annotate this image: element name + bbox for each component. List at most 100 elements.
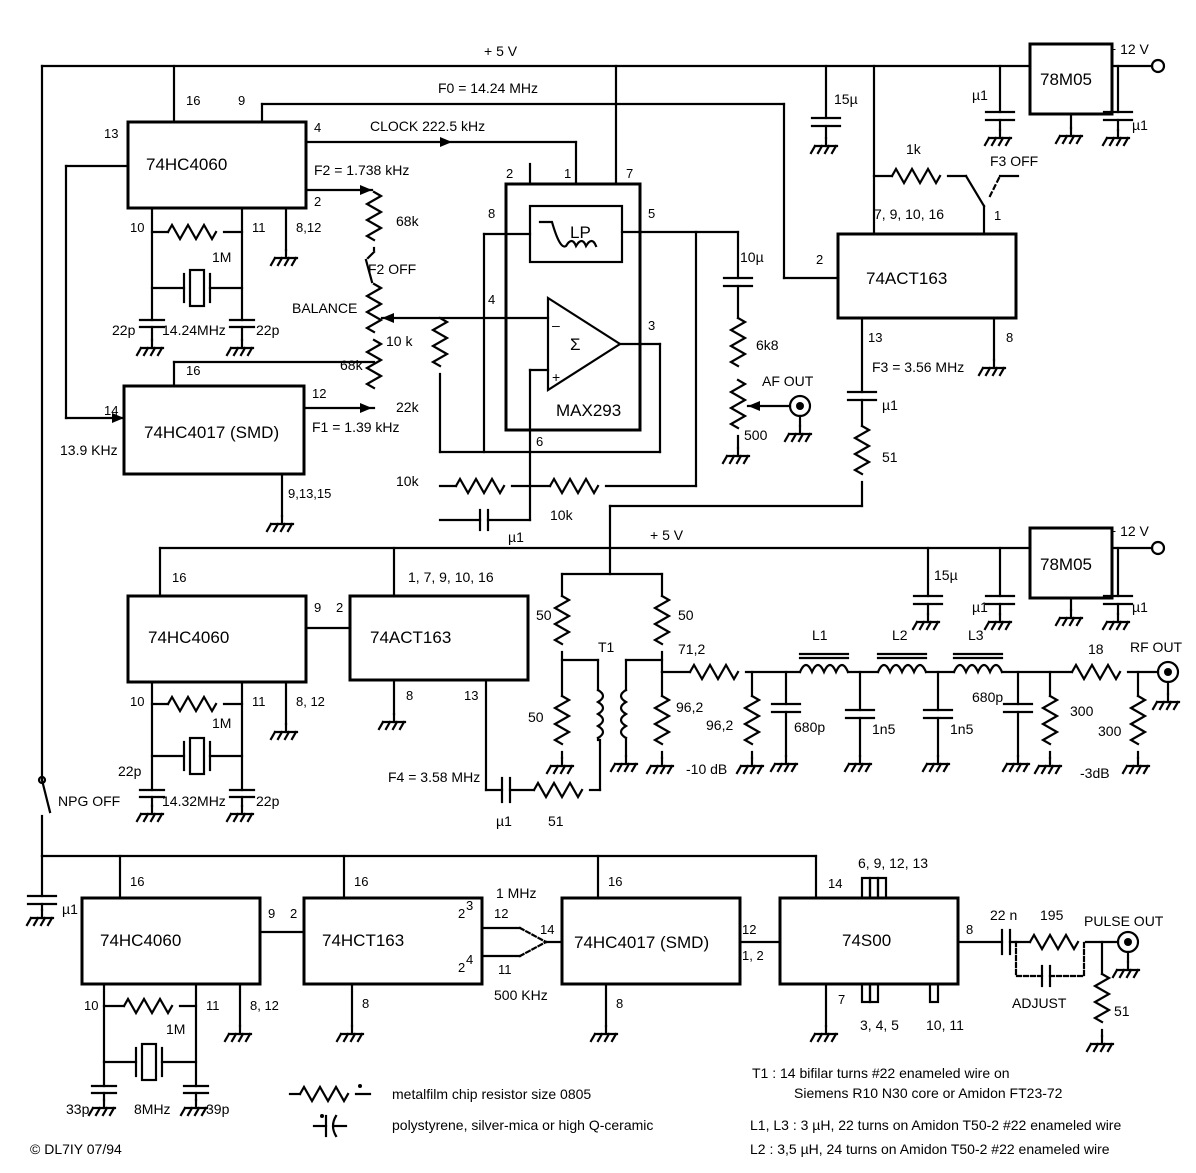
pin: 4: [488, 292, 495, 307]
xtal-8mhz: 8MHz: [134, 1101, 171, 1117]
pin: 11: [498, 962, 512, 977]
f4-label: F4 = 3.58 MHz: [388, 769, 480, 785]
pin: 3: [648, 318, 655, 333]
r300b: 300: [1098, 723, 1122, 739]
pin: 11: [252, 694, 266, 709]
f-500khz: 500 KHz: [494, 987, 548, 1003]
pin: 10: [130, 220, 144, 235]
rf-out-label: RF OUT: [1130, 639, 1183, 655]
pin: 16: [186, 93, 200, 108]
legend-l13: L1, L3 : 3 µH, 22 turns on Amidon T50-2 …: [750, 1117, 1121, 1133]
pin: 9,13,15: [288, 486, 331, 501]
db10-label: -10 dB: [686, 761, 727, 777]
cap-22p-a: 22p: [112, 322, 136, 338]
f-13-9: 13.9 KHz: [60, 442, 118, 458]
pin: 2: [458, 960, 465, 975]
ic9-label: 74HC4017 (SMD): [574, 933, 709, 952]
copyright: © DL7IY 07/94: [30, 1141, 122, 1157]
pin: 9: [238, 93, 245, 108]
res-22k: 22k: [396, 399, 420, 415]
cap-22p-mid-b: 22p: [256, 793, 280, 809]
v12-label: + 12 V: [1108, 41, 1150, 57]
pin: 2: [314, 194, 321, 209]
xtal-14-24: 14.24MHz: [162, 322, 226, 338]
ic-max293: [504, 182, 642, 432]
c1n5b: 1n5: [950, 721, 974, 737]
middle-section: + 5 V + 12 V 78M05 15µ µ1 µ1 74HC4060 16…: [118, 523, 1183, 829]
lp-label: LP: [570, 223, 591, 242]
pin: 10: [130, 694, 144, 709]
c680b: 680p: [972, 689, 1003, 705]
res-1m-top: 1M: [212, 249, 231, 265]
legend-capacitor: polystyrene, silver-mica or high Q-ceram…: [392, 1117, 653, 1133]
ic-74hc4017-bot: [560, 896, 742, 986]
pin: 2: [290, 906, 297, 921]
pin: 16: [354, 874, 368, 889]
ic7-label: 74HC4060: [100, 931, 181, 950]
res-51-mid: 51: [548, 813, 564, 829]
f0-label: F0 = 14.24 MHz: [438, 80, 538, 96]
res-68k-b: 68k: [340, 357, 364, 373]
pin: 2: [816, 252, 823, 267]
ic1-label: 74HC4060: [146, 155, 227, 174]
res-1m-mid: 1M: [212, 715, 231, 731]
pin: 3: [466, 898, 473, 913]
pin: 8: [616, 996, 623, 1011]
pins-and: 6, 9, 12, 13: [858, 855, 928, 871]
v5-label: + 5 V: [484, 43, 518, 59]
pin: 1, 2: [742, 948, 764, 963]
npg-off-label: NPG OFF: [58, 793, 120, 809]
ic-74act163-top: [836, 232, 1018, 320]
pulse-out-label: PULSE OUT: [1084, 913, 1164, 929]
res-1k: 1k: [906, 141, 922, 157]
legend: metalfilm chip resistor size 0805 polyst…: [30, 1065, 1121, 1157]
f2off-label: F2 OFF: [368, 261, 416, 277]
af-out-label: AF OUT: [762, 373, 814, 389]
cap-10u: 10µ: [740, 249, 764, 265]
cap-39p: 39p: [206, 1101, 230, 1117]
bottom-section: NPG OFF µ1 74HC4060 16 9 2 10 11 8, 12 1…: [25, 775, 1164, 1117]
pin: 11: [252, 220, 266, 235]
pins-163-mid: 1, 7, 9, 10, 16: [408, 569, 494, 585]
ic10-label: 74S00: [842, 931, 891, 950]
legend-l2: L2 : 3,5 µH, 24 turns on Amidon T50-2 #2…: [750, 1141, 1110, 1157]
ic2-label: 74HC4017 (SMD): [144, 423, 279, 442]
res-51-bot: 51: [1114, 1003, 1130, 1019]
cap-u1-c: µ1: [508, 529, 524, 545]
ic-74hc4060-top: [126, 120, 308, 210]
cap-u1-mid-a: µ1: [972, 599, 988, 615]
ic5-label: 74HC4060: [148, 628, 229, 647]
minus: –: [552, 317, 560, 333]
ic-74hc4017-top: [122, 384, 306, 476]
pin: 12: [312, 386, 326, 401]
pin: 16: [172, 570, 186, 585]
cap-22n: 22 n: [990, 907, 1017, 923]
pin: 8: [488, 206, 495, 221]
pin: 9: [314, 600, 321, 615]
plus: +: [552, 369, 560, 385]
pin: 8,12: [296, 220, 321, 235]
db3-label: -3dB: [1080, 765, 1110, 781]
pins-163-top: 7, 9, 10, 16: [874, 206, 944, 222]
pin: 16: [186, 363, 200, 378]
r18: 18: [1088, 641, 1104, 657]
cap-15u: 15µ: [834, 91, 858, 107]
pot-500: 500: [744, 427, 768, 443]
pin: 12: [742, 922, 756, 937]
v12-mid: + 12 V: [1108, 523, 1150, 539]
ic-74hc4060-bot: [80, 896, 262, 986]
top-section: + 5 V + 12 V 78M05 µ1 µ1 15µ 74HC4060 16…: [40, 41, 1166, 782]
pin: 16: [130, 874, 144, 889]
pin: 5: [648, 206, 655, 221]
ic6-label: 74ACT163: [370, 628, 451, 647]
pin: 2: [506, 166, 513, 181]
ic4-label: 74ACT163: [866, 269, 947, 288]
r300a: 300: [1070, 703, 1094, 719]
pin: 8, 12: [250, 998, 279, 1013]
legend-resistor: metalfilm chip resistor size 0805: [392, 1086, 591, 1102]
t1-label: T1: [598, 639, 615, 655]
pin: 11: [206, 998, 220, 1013]
regulator2-label: 78M05: [1040, 555, 1092, 574]
pin: 2: [458, 906, 465, 921]
